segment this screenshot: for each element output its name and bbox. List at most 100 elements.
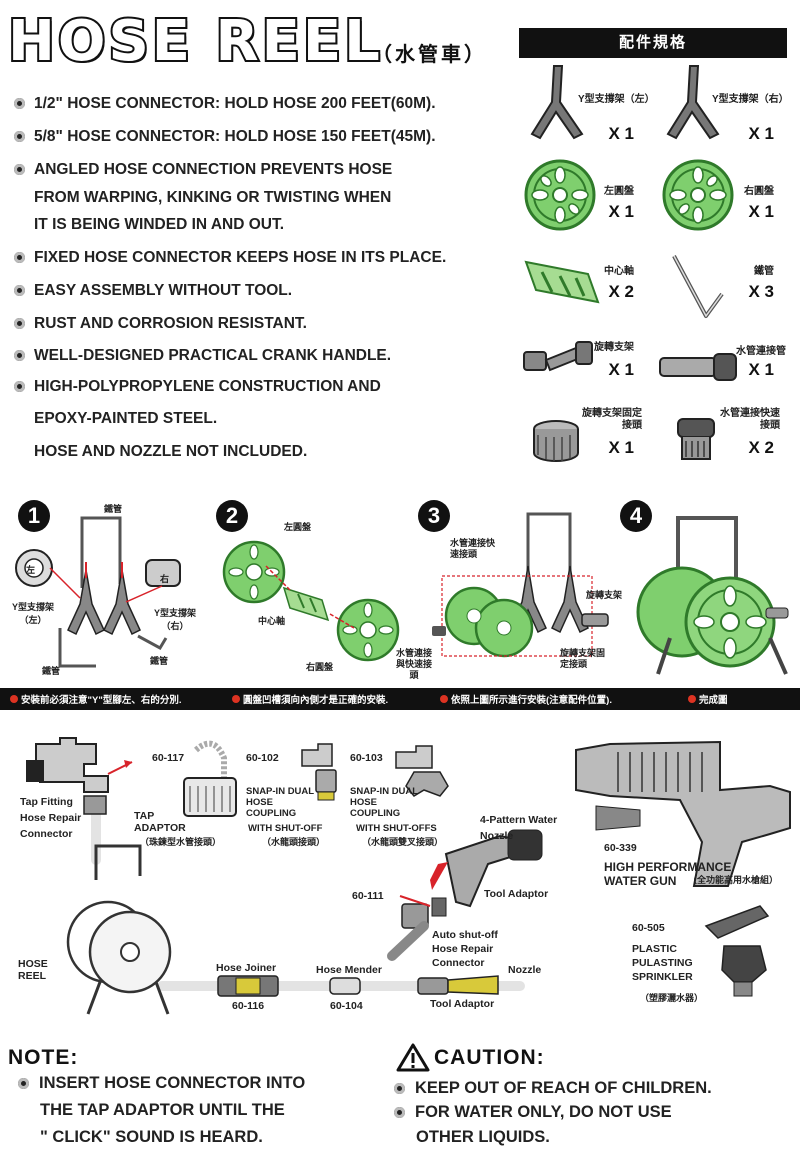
step-label: 鐵管 [42, 666, 61, 676]
step-label: Y型支撐架（右） [153, 608, 196, 631]
note-item-line: " CLICK" SOUND IS HEARD. [40, 1128, 263, 1146]
part-label: Y型支撐架（左） [578, 94, 655, 105]
part-qty: X 1 [608, 202, 634, 221]
step-number: 3 [418, 500, 450, 532]
coupling-cn-label: （水龍頭接頭） [262, 837, 326, 847]
coupling-label: SNAP-IN DUAL HOSE COUPLING [350, 786, 418, 819]
part-qty: X 1 [748, 124, 774, 143]
step-number: 1 [18, 500, 50, 532]
product-code: 60-117 [152, 752, 185, 764]
feature-item-line: EPOXY-PAINTED STEEL. [34, 410, 218, 427]
tool-adaptor-bottom-label: Tool Adaptor [430, 998, 495, 1010]
part-qty: X 1 [608, 124, 634, 143]
step-label: Y型支撐架（左） [11, 602, 54, 625]
tool-adaptor-label: Tool Adaptor [484, 888, 549, 900]
warning-triangle-icon [396, 1043, 430, 1072]
feature-item: 1/2" HOSE CONNECTOR: HOLD HOSE 200 FEET(… [14, 90, 436, 117]
hose-mender-label: Hose Mender [316, 964, 382, 976]
steel-pipe-icon [672, 255, 724, 318]
step-label: 旋轉支架固定接頭 [560, 648, 606, 669]
coupling-sub-label: WITH SHUT-OFFS [356, 823, 437, 834]
note-item: INSERT HOSE CONNECTOR INTO [18, 1070, 305, 1097]
page-title: HOSE REEL [6, 9, 383, 74]
water-gun-cn-label: （全功能高用水槍組） [688, 875, 779, 885]
tap-fitting-label: Tap Fitting Hose Repair Connector [20, 796, 82, 840]
part-qty: X 2 [748, 438, 774, 457]
part-qty: X 1 [748, 202, 774, 221]
step2-diagram [222, 540, 400, 662]
product-code: 60-103 [350, 752, 383, 764]
assembly-note: 圓盤凹槽須向內側才是正確的安裝. [232, 692, 388, 706]
product-code: 60-505 [632, 922, 665, 934]
parts-spec-heading: 配件規格 [519, 28, 787, 58]
assembly-note: 完成圖 [688, 692, 728, 706]
step3-diagram [432, 512, 609, 658]
part-label: 旋轉支架 [594, 342, 634, 353]
tap-adaptor-label: TAP ADAPTOR [134, 810, 186, 834]
caution-item: KEEP OUT OF REACH OF CHILDREN. [394, 1075, 712, 1102]
not-included-note: HOSE AND NOZZLE NOT INCLUDED. [34, 443, 308, 460]
assembly-note: 安裝前必須注意"Y"型腳左、右的分別. [10, 692, 182, 706]
product-code: 60-102 [246, 752, 279, 764]
note-item-line: THE TAP ADAPTOR UNTIL THE [40, 1101, 285, 1119]
step-label: 左 [26, 565, 36, 575]
coupling-label: SNAP-IN DUAL HOSE COUPLING [246, 786, 314, 819]
step-label: 右 [160, 574, 170, 584]
nozzle-4-pattern-label: 4-Pattern Water Nozzle [480, 814, 558, 842]
caution-item-line: OTHER LIQUIDS. [416, 1128, 550, 1146]
part-label: 旋轉支架固定接頭 [582, 408, 642, 431]
feature-item: EASY ASSEMBLY WITHOUT TOOL. [14, 277, 292, 304]
right-disc-icon [662, 159, 734, 231]
bullet-icon [14, 98, 25, 109]
part-qty: X 1 [608, 438, 634, 457]
feature-item-line: FROM WARPING, KINKING OR TWISTING WHEN [34, 189, 392, 206]
step-label: 右圓盤 [306, 662, 334, 672]
product-code: 60-339 [604, 842, 637, 854]
step1-diagram [15, 516, 181, 668]
y-stand-right-icon [666, 65, 720, 140]
bullet-icon [688, 695, 696, 703]
bullet-icon [10, 695, 18, 703]
feature-item: HIGH-POLYPROPYLENE CONSTRUCTION AND [14, 373, 381, 400]
feature-item: RUST AND CORROSION RESISTANT. [14, 310, 307, 337]
coupling-cn-label: （水龍頭雙叉接頭） [362, 837, 444, 847]
hose-joiner-label: Hose Joiner [216, 962, 277, 974]
bullet-icon [14, 285, 25, 296]
tap-adaptor-cn-label: （珠鍊型水管接頭） [140, 837, 222, 847]
feature-item: 5/8" HOSE CONNECTOR: HOLD HOSE 150 FEET(… [14, 123, 436, 150]
accessory-diagram [26, 737, 791, 1015]
part-label: 水管連接管 [736, 346, 786, 357]
caution-heading: CAUTION: [434, 1046, 545, 1069]
step-label: 中心軸 [258, 616, 286, 626]
water-gun-label: HIGH PERFORMANCE WATER GUN [604, 860, 732, 888]
coupling-sub-label: WITH SHUT-OFF [248, 823, 323, 834]
bullet-icon [232, 695, 240, 703]
bullet-icon [18, 1078, 29, 1089]
hose-reel-label: HOSE REEL [18, 958, 48, 982]
part-label: Y型支撐架（右） [712, 94, 789, 105]
product-code: 60-111 [352, 890, 384, 902]
nozzle-label: Nozzle [508, 964, 542, 976]
bullet-icon [394, 1083, 405, 1094]
feature-item: ANGLED HOSE CONNECTION PREVENTS HOSE [14, 156, 392, 183]
bullet-icon [440, 695, 448, 703]
y-stand-left-icon [530, 65, 584, 140]
note-heading: NOTE: [8, 1046, 79, 1069]
step-label: 水管連接與快速接頭 [395, 648, 432, 680]
hose-connector-pipe-icon [659, 353, 737, 381]
part-qty: X 3 [748, 282, 774, 301]
part-label: 右圓盤 [744, 186, 774, 197]
sprinkler-label: PLASTIC PULASTING SPRINKLER [632, 943, 693, 983]
step-number: 4 [620, 500, 652, 532]
step-label: 鐵管 [150, 656, 169, 666]
bullet-icon [14, 164, 25, 175]
step-label: 左圓盤 [284, 522, 312, 532]
assembly-notes-bar: 安裝前必須注意"Y"型腳左、右的分別. 圓盤凹槽須向內側才是正確的安裝. 依照上… [0, 688, 800, 710]
caution-item: FOR WATER ONLY, DO NOT USE [394, 1099, 672, 1126]
step-label: 旋轉支架 [586, 590, 623, 600]
bullet-icon [14, 252, 25, 263]
bullet-icon [14, 318, 25, 329]
bullet-icon [14, 350, 25, 361]
bullet-icon [14, 381, 25, 392]
quick-connector-icon [677, 418, 715, 460]
